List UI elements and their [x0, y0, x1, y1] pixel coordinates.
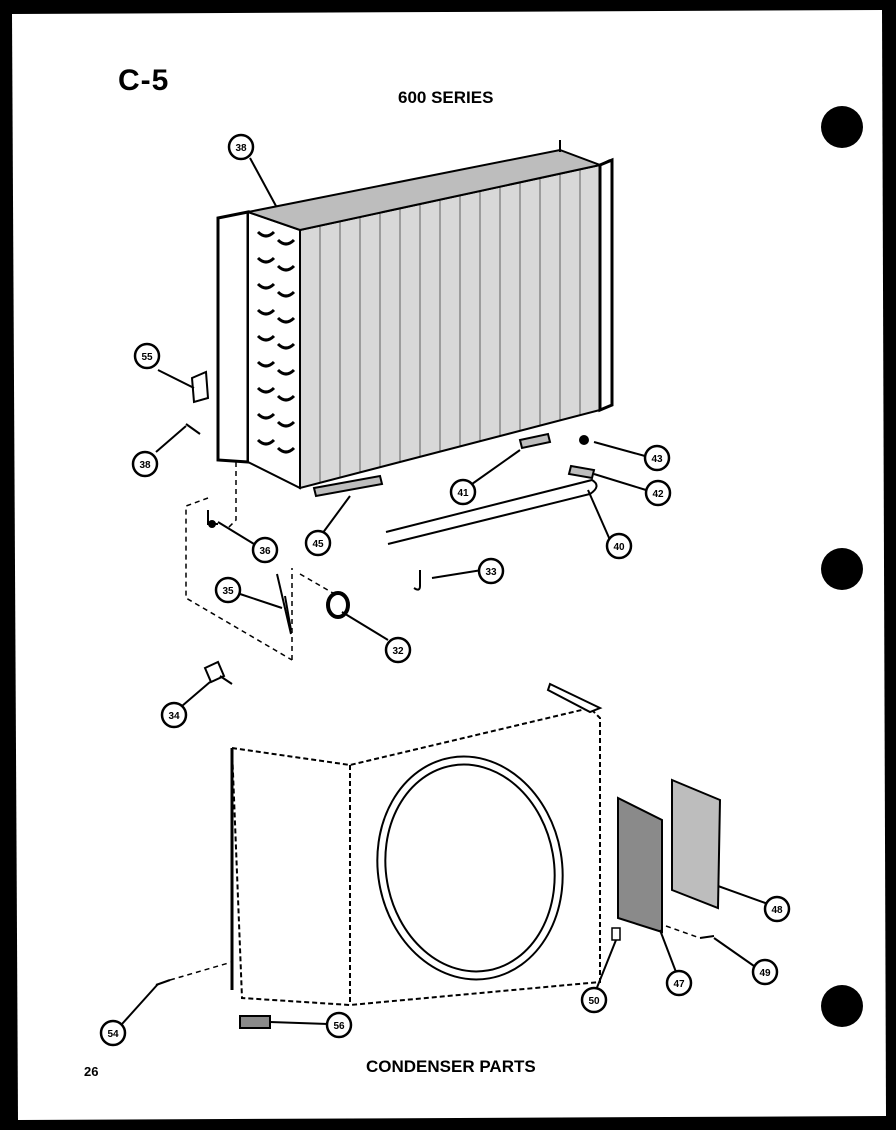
dashed-leaders: [185, 462, 339, 661]
part-45-bar: [312, 474, 384, 498]
part-50-clip: [611, 927, 621, 941]
callout-45: 45: [304, 529, 332, 557]
callout-47: 47: [665, 969, 693, 997]
condenser-shroud: [230, 682, 603, 1007]
svg-text:34: 34: [168, 711, 180, 722]
shroud-dashed-leaders: [169, 925, 701, 981]
callout-38-coil: 38: [227, 133, 255, 161]
callouts: 38 55 38 36 35 32 34 45: [99, 133, 791, 1047]
part-56-bracket: [239, 1015, 271, 1029]
svg-text:42: 42: [652, 489, 664, 500]
part-48-panel: [671, 778, 722, 910]
svg-text:38: 38: [139, 460, 151, 471]
footer-title: CONDENSER PARTS: [366, 1057, 536, 1076]
part-33-hook: [413, 570, 421, 591]
page-code: C-5: [118, 64, 170, 97]
callout-leaders: [121, 157, 769, 1025]
page-number: 26: [84, 1064, 99, 1079]
svg-text:49: 49: [759, 968, 771, 979]
coil-fins: [319, 169, 581, 483]
svg-text:55: 55: [141, 352, 153, 363]
binder-hole-middle: [821, 548, 863, 590]
part-41-pad: [518, 432, 552, 450]
svg-text:35: 35: [222, 586, 234, 597]
condenser-coil: [216, 140, 614, 490]
part-55-bracket: [190, 370, 210, 404]
svg-text:40: 40: [613, 542, 625, 553]
callout-40: 40: [605, 532, 633, 560]
binder-hole-top: [821, 106, 863, 148]
callout-48: 48: [763, 895, 791, 923]
part-42-clip: [567, 464, 596, 480]
callout-56: 56: [325, 1011, 353, 1039]
svg-text:32: 32: [392, 646, 404, 657]
part-47-grille: [617, 796, 663, 934]
part-38-screw: [185, 423, 201, 435]
callout-54: 54: [99, 1019, 127, 1047]
callout-43: 43: [643, 444, 671, 472]
svg-text:36: 36: [259, 546, 271, 557]
svg-text:48: 48: [771, 905, 783, 916]
svg-text:50: 50: [588, 996, 600, 1007]
callout-38-screw: 38: [131, 450, 159, 478]
svg-text:33: 33: [485, 567, 497, 578]
part-49-screw: [699, 935, 715, 939]
series-title: 600 SERIES: [398, 88, 494, 107]
svg-text:43: 43: [651, 454, 663, 465]
part-54-screw: [155, 979, 171, 986]
callout-50: 50: [580, 986, 608, 1014]
part-34-fitting: [203, 660, 233, 685]
callout-33: 33: [477, 557, 505, 585]
part-43-nut: [579, 435, 589, 445]
coil-return-bends: [256, 230, 296, 454]
callout-41: 41: [449, 478, 477, 506]
part-36-valve: [207, 510, 218, 528]
part-35-tube: [276, 573, 292, 635]
svg-text:38: 38: [235, 143, 247, 154]
binder-hole-bottom: [821, 985, 863, 1027]
callout-34: 34: [160, 701, 188, 729]
svg-text:45: 45: [312, 539, 324, 550]
callout-49: 49: [751, 958, 779, 986]
callout-55: 55: [133, 342, 161, 370]
svg-text:54: 54: [107, 1029, 119, 1040]
svg-text:47: 47: [673, 979, 685, 990]
callout-42: 42: [644, 479, 672, 507]
callout-36: 36: [251, 536, 279, 564]
callout-35: 35: [214, 576, 242, 604]
svg-text:56: 56: [333, 1021, 345, 1032]
part-32-coil-ring: [326, 591, 350, 619]
svg-text:41: 41: [457, 488, 469, 499]
callout-32: 32: [384, 636, 412, 664]
